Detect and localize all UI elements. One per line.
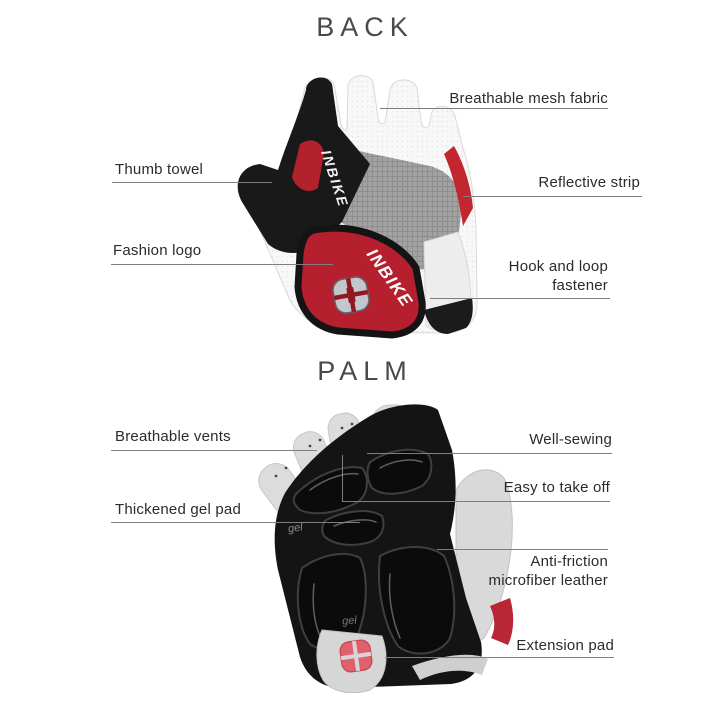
label-thumb-towel: Thumb towel (115, 161, 204, 178)
pointer-line-easy-take-off-vertical (342, 455, 343, 502)
brand-emblem-back-icon (332, 276, 370, 314)
pointer-line-thumb-towel (112, 182, 272, 183)
label-anti-friction-line1: Anti-friction (530, 553, 608, 570)
label-hook-and-loop-line2: fastener (552, 277, 608, 294)
gel-mark-lower: gel (342, 614, 358, 627)
gel-mark-upper: gel (287, 521, 304, 535)
back-section-title: BACK (316, 12, 414, 42)
pointer-line-thickened-gel-pad (111, 522, 360, 523)
label-hook-and-loop-line1: Hook and loop (508, 258, 608, 275)
label-breathable-mesh-fabric: Breathable mesh fabric (449, 90, 608, 107)
label-fashion-logo: Fashion logo (113, 242, 202, 259)
pointer-line-extension-pad (385, 657, 614, 658)
label-reflective-strip: Reflective strip (538, 174, 640, 191)
pointer-line-reflective-strip (463, 196, 642, 197)
back-glove-cuff-trim (424, 298, 473, 334)
reflective-strip-graphic (444, 146, 473, 226)
pointer-line-easy-take-off (342, 501, 610, 502)
wrist-trim (412, 654, 488, 680)
label-hook-and-loop-fastener: Hook and loop fastener (509, 257, 608, 295)
brand-emblem-palm-icon (339, 639, 373, 673)
pointer-line-fashion-logo (111, 264, 333, 265)
back-glove-red-accent (292, 140, 324, 191)
label-thickened-gel-pad: Thickened gel pad (115, 501, 241, 518)
label-anti-friction-line2: microfiber leather (488, 572, 608, 589)
label-well-sewing: Well-sewing (529, 431, 612, 448)
back-glove-illustration: INBIKE INBIKE (237, 75, 478, 339)
label-extension-pad: Extension pad (516, 637, 614, 654)
pointer-line-breathable-mesh (380, 108, 608, 109)
pointer-line-well-sewing (367, 453, 612, 454)
pointer-line-hook-loop (430, 298, 610, 299)
label-anti-friction-microfiber-leather: Anti-friction microfiber leather (489, 552, 608, 590)
label-easy-to-take-off: Easy to take off (503, 479, 610, 496)
gel-pad-highlights (309, 459, 423, 639)
palm-glove-illustration: gel gel (258, 404, 514, 693)
pointer-line-anti-friction (437, 549, 608, 550)
wrist-red-accent (490, 598, 514, 645)
label-breathable-vents: Breathable vents (115, 428, 231, 445)
palm-section-title: PALM (317, 356, 413, 386)
pointer-line-breathable-vents (111, 450, 317, 451)
